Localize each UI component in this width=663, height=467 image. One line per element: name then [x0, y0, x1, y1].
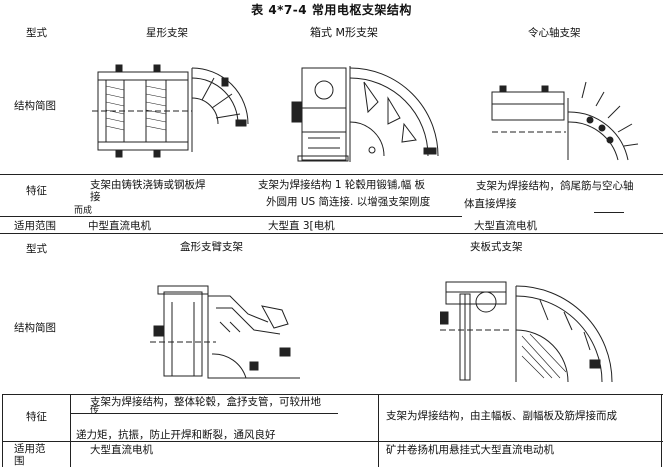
col-name-hollow: 令心轴支架	[528, 27, 581, 39]
feature-label-bottom: 特征	[26, 411, 47, 423]
divider	[70, 413, 338, 414]
application-star: 中型直流电机	[88, 220, 151, 232]
divider	[661, 394, 662, 467]
divider	[378, 394, 379, 467]
divider	[2, 441, 663, 442]
divider	[594, 212, 624, 213]
box-m-bracket-figure	[288, 62, 443, 162]
divider	[2, 394, 663, 395]
application-hollow: 大型直流电机	[474, 220, 537, 232]
type-label-top: 型式	[26, 27, 47, 39]
application-box: 大型直 3[电机	[268, 220, 335, 232]
feature-star-overflow: 而成	[74, 206, 93, 216]
structure-label-top: 结构简图	[14, 100, 56, 112]
feature-hollow-line2: 体直接焊接	[464, 198, 517, 210]
application-clamp: 矿井卷扬机用悬挂式大型直流电动机	[386, 444, 554, 456]
application-label-top: 适用范围	[14, 220, 56, 232]
application-label-bottom-cont: 围	[14, 455, 25, 467]
divider	[0, 233, 663, 234]
feature-boxarm-line1: 支架为焊接结构，整体轮毂，盒抒支管，可较卅地	[90, 396, 321, 408]
divider	[0, 216, 462, 217]
feature-hollow-line1: 支架为焊接结构，鸽尾筋与空心轴	[476, 180, 634, 192]
divider	[0, 174, 663, 175]
structure-label-bottom: 结构简图	[14, 322, 56, 334]
type-label-bottom: 型式	[26, 243, 47, 255]
divider	[2, 394, 3, 467]
table-title: 表 4*7-4 常用电枢支架结构	[251, 3, 412, 17]
feature-label-top: 特征	[26, 185, 47, 197]
feature-star-line2: 接	[90, 191, 101, 203]
divider	[70, 394, 71, 467]
star-bracket-figure	[92, 60, 252, 160]
feature-clamp-line1: 支架为焊接结构，由主幅板、副幅板及筋焊接而成	[386, 410, 617, 422]
col-name-box: 箱式 M形支架	[310, 26, 378, 39]
feature-boxarm-overflow: 传	[90, 406, 100, 416]
hollow-shaft-bracket-figure	[490, 72, 640, 162]
box-arm-bracket-figure	[150, 282, 310, 382]
col-name-boxarm: 盒形支臂支架	[180, 241, 243, 253]
col-name-clamp: 夹板式支架	[470, 241, 523, 253]
feature-boxarm-line2: 递力矩，抗振，防止开焊和断裂，通风良好	[76, 429, 276, 441]
application-label-bottom: 适用范	[14, 443, 46, 455]
feature-star-line1: 支架由铸铁浇铸或钢板焊	[90, 179, 206, 191]
application-boxarm: 大型直流电机	[90, 444, 153, 456]
feature-box-line2: 外圆用 US 简连接. 以增强支架刚度	[266, 196, 431, 208]
col-name-star: 星形支架	[146, 27, 188, 39]
feature-box-line1: 支架为焊接结构 1 轮毂用锻铺,幅 板	[258, 179, 426, 191]
clamp-plate-bracket-figure	[440, 272, 640, 382]
